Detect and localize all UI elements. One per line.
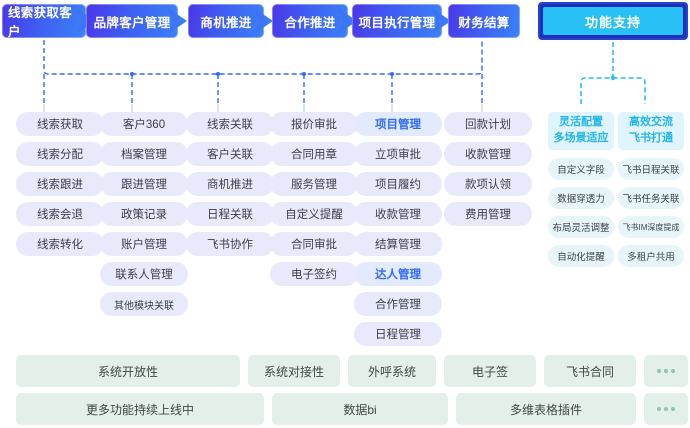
platform-cell[interactable]: 电子签 [444, 355, 536, 387]
module-pill[interactable]: 合同用章 [270, 142, 358, 166]
module-pill[interactable]: 服务管理 [270, 172, 358, 196]
support-header-line2: 飞书打通 [629, 132, 673, 144]
module-pill[interactable]: 日程关联 [186, 202, 274, 226]
module-pill[interactable]: 电子签约 [270, 262, 358, 286]
module-pill[interactable]: 线索跟进 [16, 172, 104, 196]
support-header-line1: 高效交流 [629, 116, 673, 129]
module-pill[interactable]: 政策记录 [100, 202, 188, 226]
module-pill[interactable]: 账户管理 [100, 232, 188, 256]
support-pill[interactable]: 自定义字段 [548, 158, 614, 180]
module-column-1: 客户360 档案管理跟进管理政策记录账户管理联系人管理其他模块关联 [100, 112, 188, 322]
support-column-header: 高效交流飞书打通 [618, 112, 684, 150]
support-header-line2: 多场景适应 [553, 132, 609, 144]
module-pill[interactable]: 线索转化 [16, 232, 104, 256]
ellipsis-icon [657, 369, 675, 373]
module-pill[interactable]: 合作管理 [354, 292, 442, 316]
platform-cell[interactable]: 系统开放性 [16, 355, 240, 387]
module-pill[interactable]: 线索关联 [186, 112, 274, 136]
support-button[interactable]: 功能支持 [538, 2, 688, 40]
module-pill[interactable]: 客户关联 [186, 142, 274, 166]
stage-tab-label: 品牌客户管理 [93, 15, 171, 30]
module-pill[interactable]: 费用管理 [444, 202, 532, 226]
support-pill[interactable]: 飞书IM深度提成 [618, 216, 684, 238]
module-pill[interactable]: 客户360 [100, 112, 188, 136]
support-pill[interactable]: 飞书日程关联 [618, 158, 684, 180]
module-pill[interactable]: 自定义提醒 [270, 202, 358, 226]
module-pill[interactable]: 其他模块关联 [100, 292, 188, 316]
stage-tab-5[interactable]: 财务结算 [448, 4, 520, 38]
module-pill[interactable]: 线索获取 [16, 112, 104, 136]
module-pill[interactable]: 收款管理 [444, 142, 532, 166]
module-pill[interactable]: 收款管理 [354, 202, 442, 226]
support-header-line1: 灵活配置 [559, 116, 603, 129]
support-column-1: 高效交流飞书打通飞书日程关联飞书任务关联飞书IM深度提成多租户共用 [618, 112, 684, 274]
support-pill[interactable]: 多租户共用 [618, 245, 684, 267]
stage-tab-label: 线索获取客户 [8, 6, 73, 39]
stage-tab-label: 商机推进 [200, 15, 252, 30]
support-column-header: 灵活配置多场景适应 [548, 112, 614, 150]
platform-cell[interactable]: 更多功能持续上线中 [16, 393, 264, 425]
stage-tab-4[interactable]: 项目执行管理 [352, 4, 442, 38]
module-column-0: 线索获取线索分配线索跟进线索会退线索转化 [16, 112, 104, 262]
module-pill[interactable]: 报价审批 [270, 112, 358, 136]
module-pill[interactable]: 联系人管理 [100, 262, 188, 286]
stage-tab-label: 项目执行管理 [358, 15, 436, 30]
stage-tab-0[interactable]: 线索获取客户 [2, 4, 86, 39]
support-pill[interactable]: 布局灵活调整 [548, 216, 614, 238]
platform-cell[interactable]: 外呼系统 [348, 355, 436, 387]
module-column-4: 项目管理立项审批项目履约收款管理结算管理达人管理合作管理日程管理 [354, 112, 442, 352]
stage-tab-1[interactable]: 品牌客户管理 [86, 4, 178, 38]
stage-tab-label: 合作推进 [284, 15, 336, 30]
module-pill[interactable]: 达人管理 [354, 262, 442, 286]
module-pill[interactable]: 立项审批 [354, 142, 442, 166]
ellipsis-icon [657, 407, 675, 411]
support-pill[interactable]: 数据穿透力 [548, 187, 614, 209]
support-column-0: 灵活配置多场景适应自定义字段数据穿透力布局灵活调整自动化提醒 [548, 112, 614, 274]
stage-tab-3[interactable]: 合作推进 [272, 4, 348, 38]
module-pill[interactable]: 合同审批 [270, 232, 358, 256]
support-pill[interactable]: 自动化提醒 [548, 245, 614, 267]
module-pill[interactable]: 线索分配 [16, 142, 104, 166]
support-button-label: 功能支持 [543, 7, 683, 35]
module-pill[interactable]: 跟进管理 [100, 172, 188, 196]
module-column-2: 线索关联客户关联商机推进日程关联飞书协作 [186, 112, 274, 262]
platform-cell[interactable]: 数据bi [272, 393, 448, 425]
module-pill[interactable]: 回款计划 [444, 112, 532, 136]
stage-tab-label: 财务结算 [458, 15, 510, 30]
platform-row-0: 系统开放性系统对接性外呼系统电子签飞书合同 [0, 355, 690, 387]
module-pill[interactable]: 线索会退 [16, 202, 104, 226]
module-column-3: 报价审批合同用章服务管理自定义提醒合同审批电子签约 [270, 112, 358, 292]
module-pill[interactable]: 飞书协作 [186, 232, 274, 256]
module-pill[interactable]: 款项认领 [444, 172, 532, 196]
module-pill[interactable]: 结算管理 [354, 232, 442, 256]
platform-cell[interactable]: 系统对接性 [248, 355, 340, 387]
platform-cell[interactable]: 多维表格插件 [456, 393, 636, 425]
stage-tab-2[interactable]: 商机推进 [188, 4, 264, 38]
module-pill[interactable]: 项目管理 [354, 112, 442, 136]
module-pill[interactable]: 档案管理 [100, 142, 188, 166]
module-column-5: 回款计划收款管理款项认领费用管理 [444, 112, 532, 232]
platform-cell[interactable]: 飞书合同 [544, 355, 636, 387]
module-pill[interactable]: 项目履约 [354, 172, 442, 196]
module-pill[interactable]: 日程管理 [354, 322, 442, 346]
module-pill[interactable]: 商机推进 [186, 172, 274, 196]
support-pill[interactable]: 飞书任务关联 [618, 187, 684, 209]
more-dots-cell[interactable] [644, 393, 688, 425]
more-dots-cell[interactable] [644, 355, 688, 387]
